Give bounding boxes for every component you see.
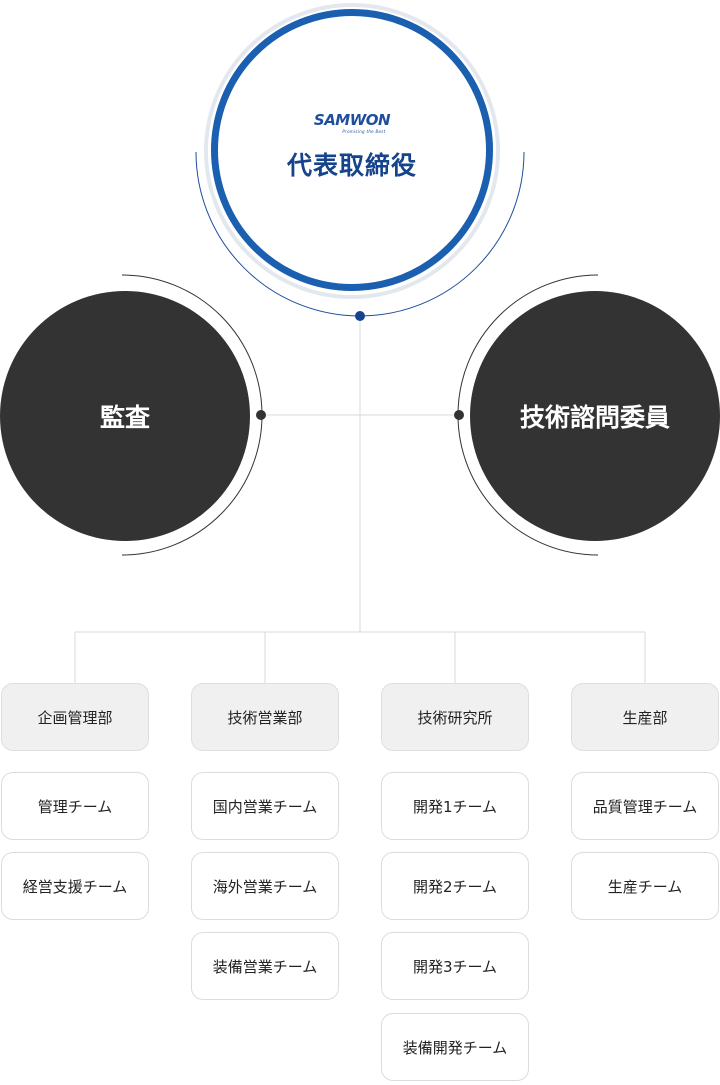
dept-production: 生産部: [571, 683, 719, 751]
ceo-shadow-ring: [204, 3, 500, 299]
audit-node-dot: [256, 410, 266, 420]
company-logo: SAMWON Promising the Best: [313, 110, 391, 134]
logo-tagline: Promising the Best: [342, 128, 386, 134]
team-item: 装備営業チーム: [191, 932, 339, 1000]
dept-research-institute: 技術研究所: [381, 683, 529, 751]
dept-planning-management: 企画管理部: [1, 683, 149, 751]
team-item: 開発3チーム: [381, 932, 529, 1000]
team-item: 海外営業チーム: [191, 852, 339, 920]
dept-technical-sales: 技術営業部: [191, 683, 339, 751]
team-item: 開発1チーム: [381, 772, 529, 840]
advisory-node: 技術諮問委員: [470, 291, 720, 541]
team-item: 装備開発チーム: [381, 1013, 529, 1081]
team-item: 管理チーム: [1, 772, 149, 840]
logo-wordmark: SAMWON: [313, 110, 391, 129]
ceo-title: 代表取締役: [286, 150, 417, 180]
advisory-node-dot: [454, 410, 464, 420]
audit-node: 監査: [0, 291, 250, 541]
team-item: 品質管理チーム: [571, 772, 719, 840]
team-item: 生産チーム: [571, 852, 719, 920]
ceo-node-dot: [355, 311, 365, 321]
team-item: 国内営業チーム: [191, 772, 339, 840]
ceo-node: SAMWON Promising the Best 代表取締役: [211, 9, 493, 291]
team-item: 経営支援チーム: [1, 852, 149, 920]
team-item: 開発2チーム: [381, 852, 529, 920]
